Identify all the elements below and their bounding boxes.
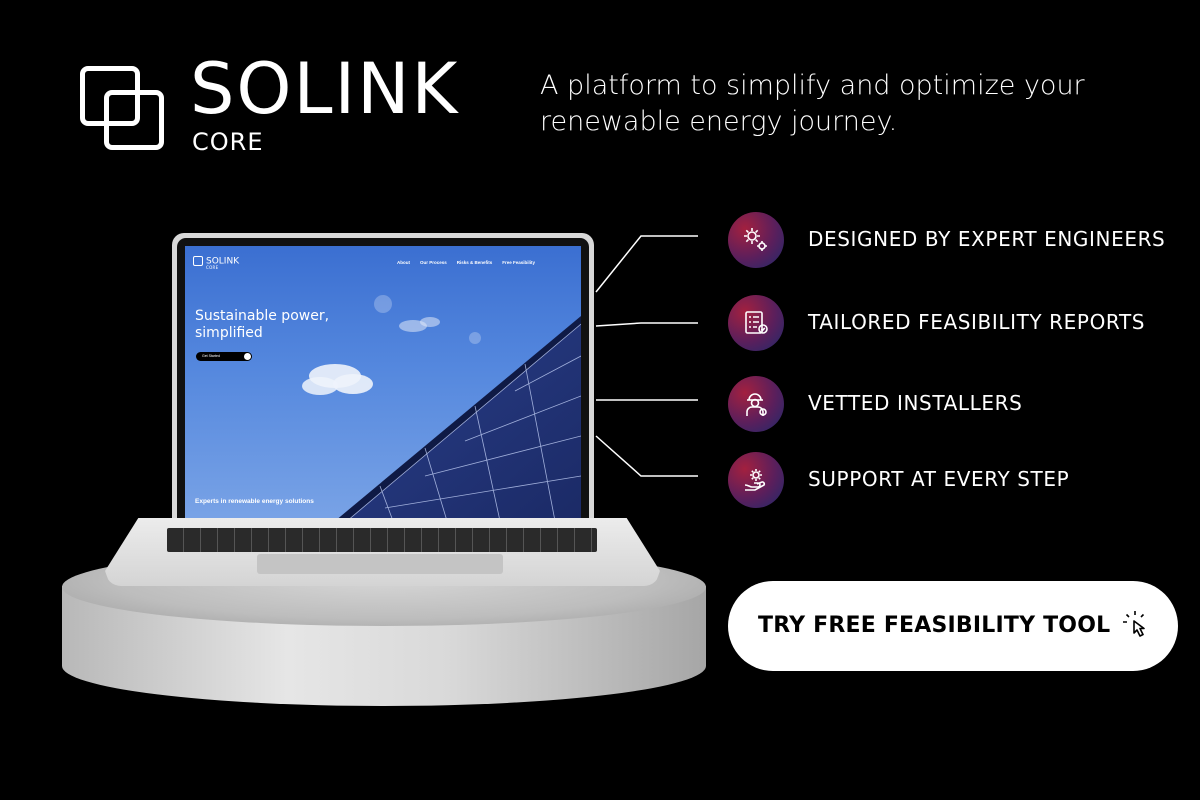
brand-logo: SOLINK CORE (80, 54, 460, 162)
feature-item: TAILORED FEASIBILITY REPORTS (728, 295, 1188, 351)
feature-item: VETTED INSTALLERS (728, 376, 1188, 432)
screen-nav-link: Our Process (419, 260, 447, 265)
feature-label: SUPPORT AT EVERY STEP (808, 467, 1070, 491)
try-feasibility-tool-button[interactable]: TRY FREE FEASIBILITY TOOL (728, 581, 1178, 671)
laptop-base (105, 518, 660, 586)
laptop-lid: SOLINK CORE About Our Process Risks & Be… (172, 233, 594, 521)
hand-gear-icon (728, 452, 784, 508)
logo-squares-icon (80, 66, 168, 154)
screen-nav-link: About (396, 260, 410, 265)
screen-cta-button: Get Started (196, 352, 252, 361)
screen-logo: SOLINK CORE (193, 256, 239, 270)
tagline: A platform to simplify and optimize your… (540, 70, 1085, 137)
gears-wrench-icon (728, 212, 784, 268)
solar-panels-image (302, 295, 581, 521)
feature-item: SUPPORT AT EVERY STEP (728, 452, 1188, 508)
screen-nav-link: Risks & Benefits (456, 260, 493, 265)
installer-worker-icon (728, 376, 784, 432)
screen-nav-link: Free Feasibility (502, 260, 535, 265)
feature-label: TAILORED FEASIBILITY REPORTS (808, 310, 1146, 334)
laptop-mockup: SOLINK CORE About Our Process Risks & Be… (105, 228, 660, 593)
laptop-trackpad (257, 554, 503, 574)
brand-name: SOLINK (190, 48, 460, 130)
screen-headline: Sustainable power, simplified (195, 308, 330, 341)
pointer-click-icon (1122, 609, 1156, 643)
report-checklist-icon (728, 295, 784, 351)
cta-label: TRY FREE FEASIBILITY TOOL (758, 613, 1111, 638)
feature-label: VETTED INSTALLERS (808, 391, 1023, 415)
screen-nav: About Our Process Risks & Benefits Free … (397, 260, 535, 265)
laptop-screen: SOLINK CORE About Our Process Risks & Be… (185, 246, 581, 521)
screen-footer-text: Experts in renewable energy solutions (195, 498, 314, 505)
laptop-keyboard (167, 528, 597, 552)
feature-label: DESIGNED BY EXPERT ENGINEERS (808, 227, 1166, 251)
feature-item: DESIGNED BY EXPERT ENGINEERS (728, 212, 1188, 268)
brand-sub: CORE (192, 128, 264, 156)
